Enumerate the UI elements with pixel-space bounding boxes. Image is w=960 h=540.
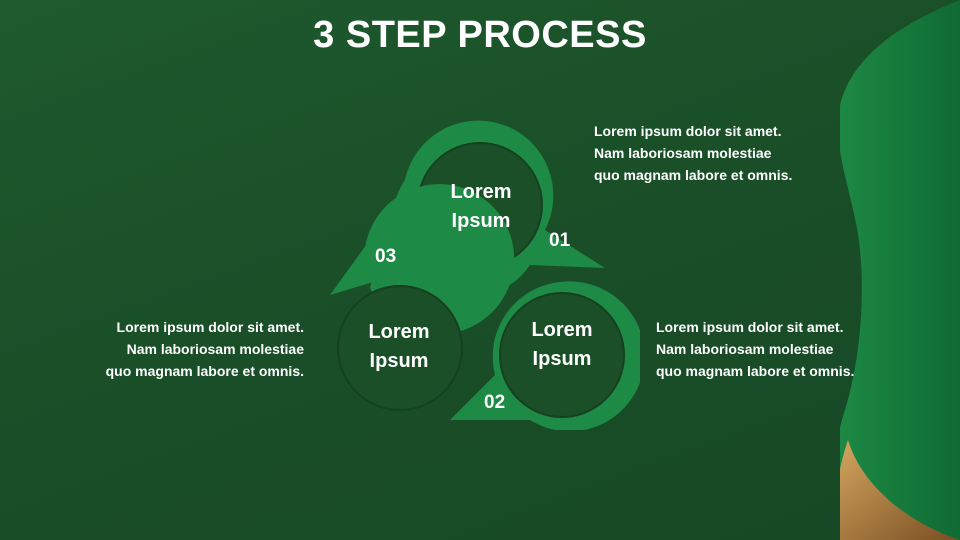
step-02-description: Lorem ipsum dolor sit amet. Nam laborios… (656, 316, 854, 382)
step-02-shape (450, 281, 645, 432)
step-03-shape (330, 184, 515, 411)
three-step-diagram: Lorem Ipsum Lorem Ipsum Lorem Ipsum 01 0… (300, 120, 645, 432)
step-02-text-line1: Lorem ipsum dolor sit amet. (656, 319, 844, 335)
step-01-description: Lorem ipsum dolor sit amet. Nam laborios… (594, 120, 792, 186)
page-title: 3 STEP PROCESS (313, 14, 647, 56)
step-01-text-line2: Nam laboriosam molestiae (594, 145, 772, 161)
cycle-shapes (330, 120, 645, 432)
step-03-description: Lorem ipsum dolor sit amet. Nam laborios… (94, 316, 304, 382)
step-02-text-line2: Nam laboriosam molestiae (656, 341, 834, 357)
step-03-circle-label: Lorem Ipsum (349, 318, 449, 376)
step-02-circle-label: Lorem Ipsum (512, 316, 612, 374)
step-02-label-line1: Lorem (531, 319, 593, 341)
step-01-number: 01 (549, 230, 571, 251)
step-02-label-line2: Ipsum (532, 348, 592, 370)
step-02-text-line3: quo magnam labore et omnis. (656, 363, 855, 379)
step-02-number: 02 (484, 392, 506, 413)
step-01-label-line1: Lorem (450, 181, 512, 203)
step-03-text-line3: quo magnam labore et omnis. (105, 363, 304, 379)
step-03-label-line1: Lorem (368, 321, 430, 343)
step-03-text-line2: Nam laboriosam molestiae (126, 341, 304, 357)
step-01-circle-label: Lorem Ipsum (431, 178, 531, 236)
step-03-number: 03 (375, 246, 397, 267)
step-03-label-line2: Ipsum (369, 350, 429, 372)
side-wave-decoration (840, 0, 960, 540)
step-03-text-line1: Lorem ipsum dolor sit amet. (116, 319, 304, 335)
step-01-text-line3: quo magnam labore et omnis. (594, 167, 793, 183)
step-01-label-line2: Ipsum (451, 210, 511, 232)
step-01-text-line1: Lorem ipsum dolor sit amet. (594, 123, 782, 139)
